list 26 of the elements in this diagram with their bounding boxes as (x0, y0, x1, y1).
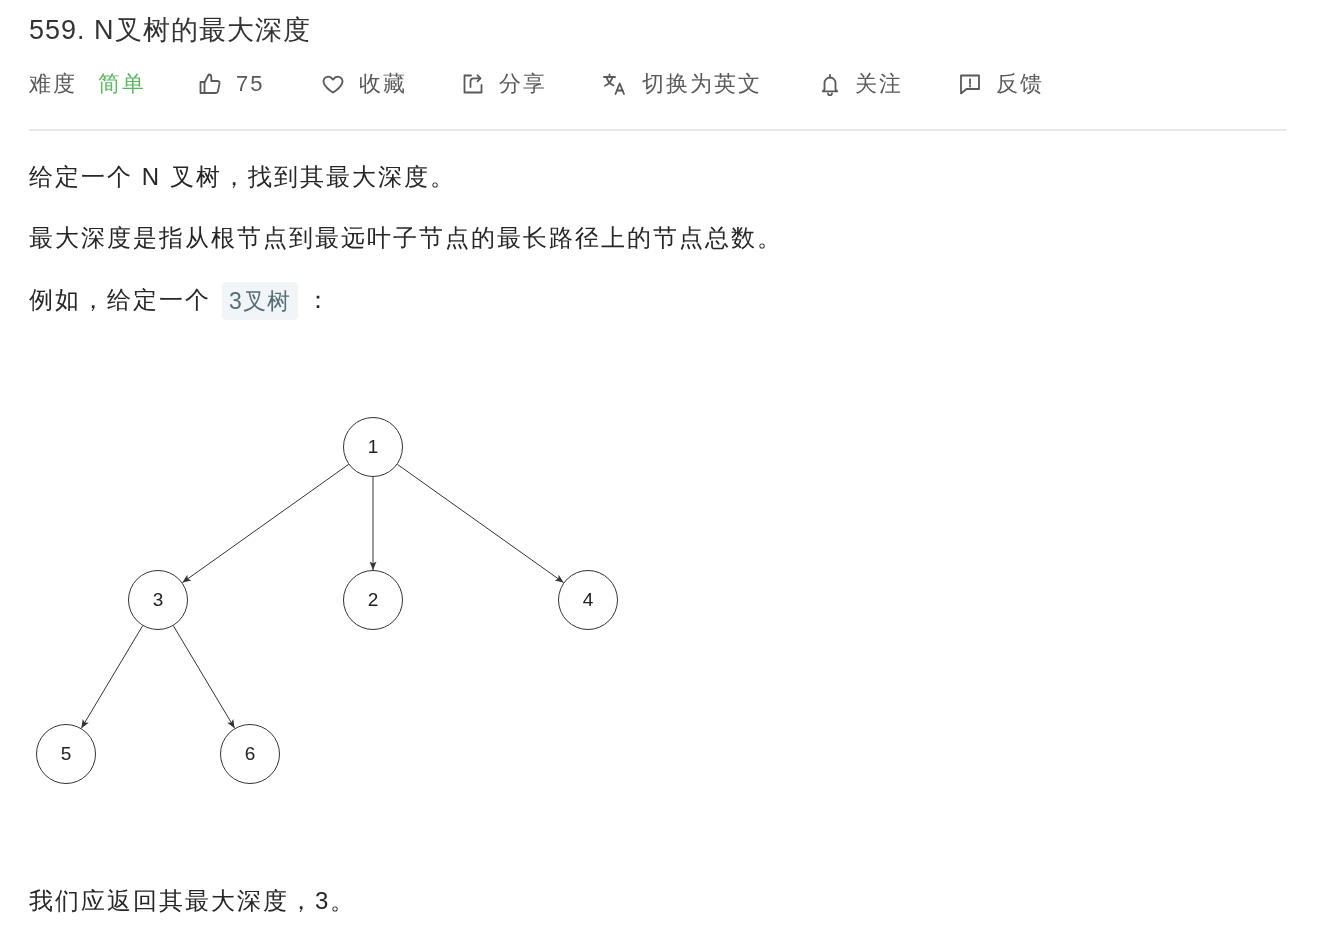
tree-node: 3 (128, 570, 188, 630)
arrow (369, 476, 377, 571)
follow-label: 关注 (855, 70, 903, 98)
language-switch-label: 切换为英文 (642, 70, 762, 98)
description-text: 最大深度是指从根节点到最远叶子节点的最长路径上的节点总数。 (29, 223, 783, 253)
tree-node: 5 (36, 724, 96, 784)
inline-code: 3叉树 (222, 282, 298, 320)
answer-text: 我们应返回其最大深度，3。 (29, 886, 357, 916)
share-label: 分享 (499, 70, 547, 98)
arrow (181, 463, 350, 584)
favorite-label: 收藏 (359, 70, 407, 98)
tree-node: 6 (220, 724, 280, 784)
difficulty-label: 难度 (29, 70, 77, 98)
feedback-label: 反馈 (996, 70, 1044, 98)
example-intro-text: 例如，给定一个 (29, 285, 211, 315)
difficulty-level: 简单 (98, 70, 146, 98)
tree-node: 1 (343, 417, 403, 477)
like-count: 75 (236, 70, 265, 98)
arrow (172, 625, 236, 729)
tree-node: 4 (558, 570, 618, 630)
arrow (80, 625, 144, 729)
page-title: 559. N叉树的最大深度 (29, 14, 311, 47)
colon-text: ： (306, 285, 330, 315)
arrow (396, 463, 565, 584)
description-text: 给定一个 N 叉树，找到其最大深度。 (29, 162, 456, 192)
tree-node: 2 (343, 570, 403, 630)
